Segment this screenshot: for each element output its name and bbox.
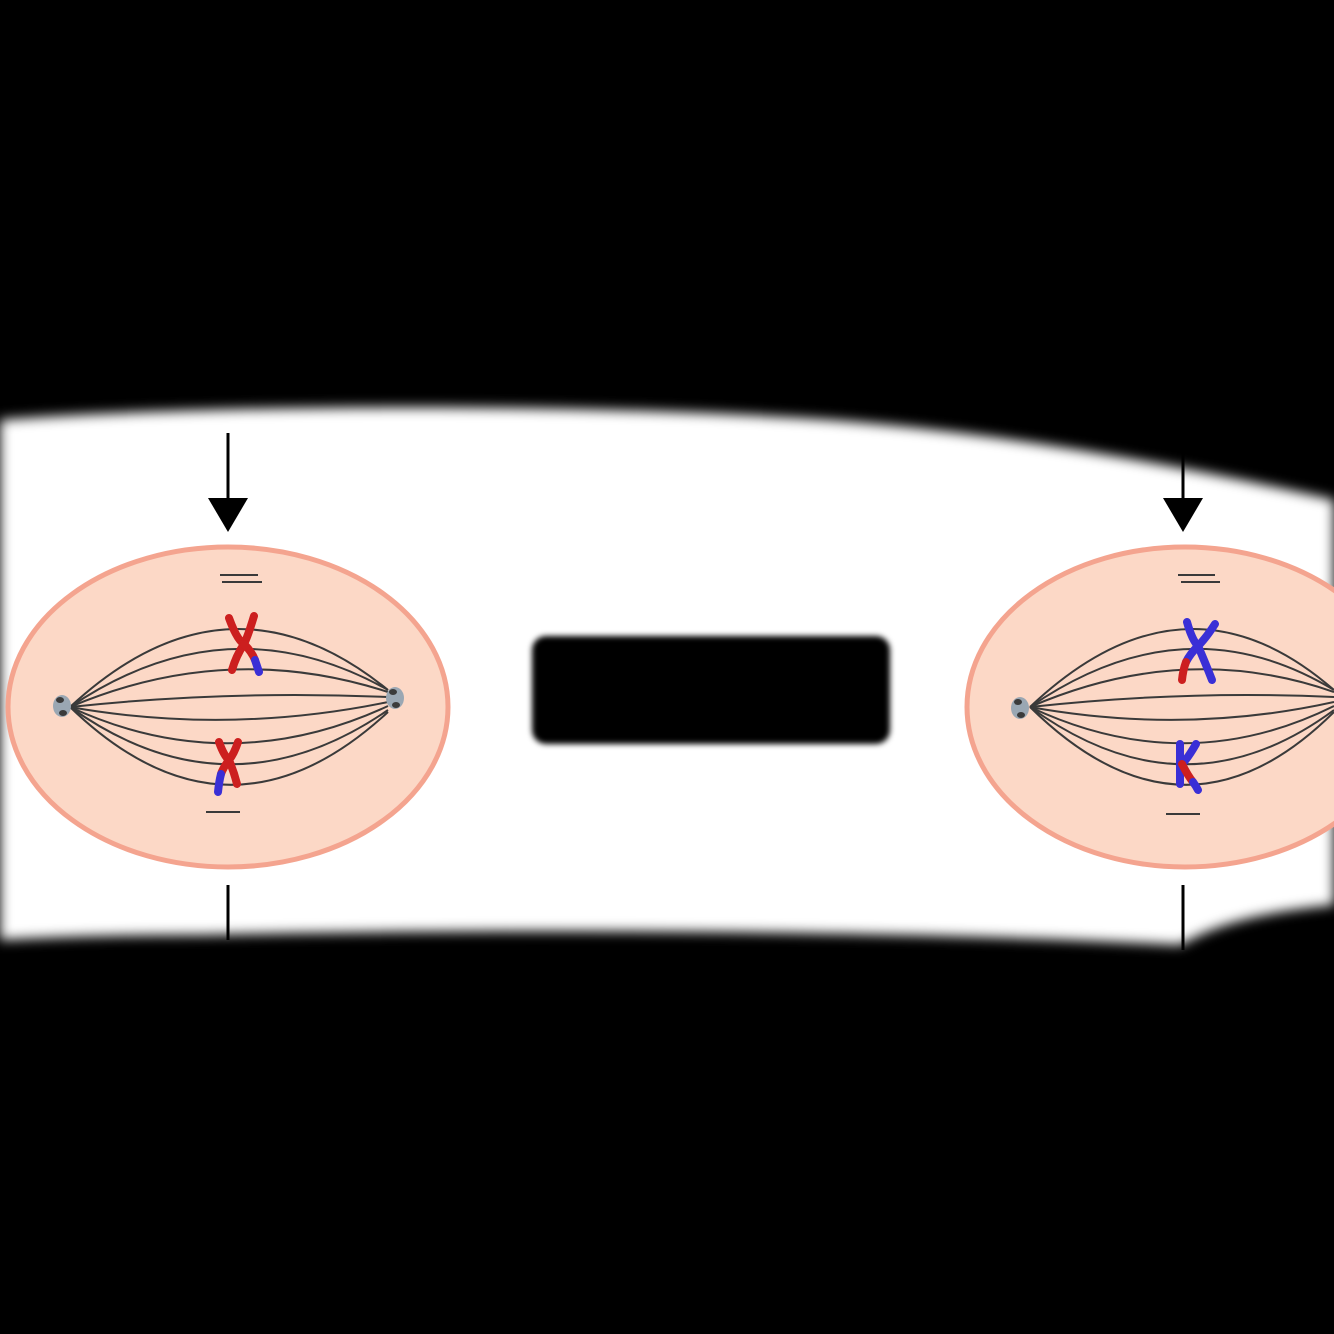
left-centriole xyxy=(1011,697,1029,719)
right-centriole xyxy=(386,687,404,709)
left-centriole xyxy=(53,695,71,717)
left-cell xyxy=(8,547,448,867)
center-label-redaction xyxy=(532,636,890,744)
